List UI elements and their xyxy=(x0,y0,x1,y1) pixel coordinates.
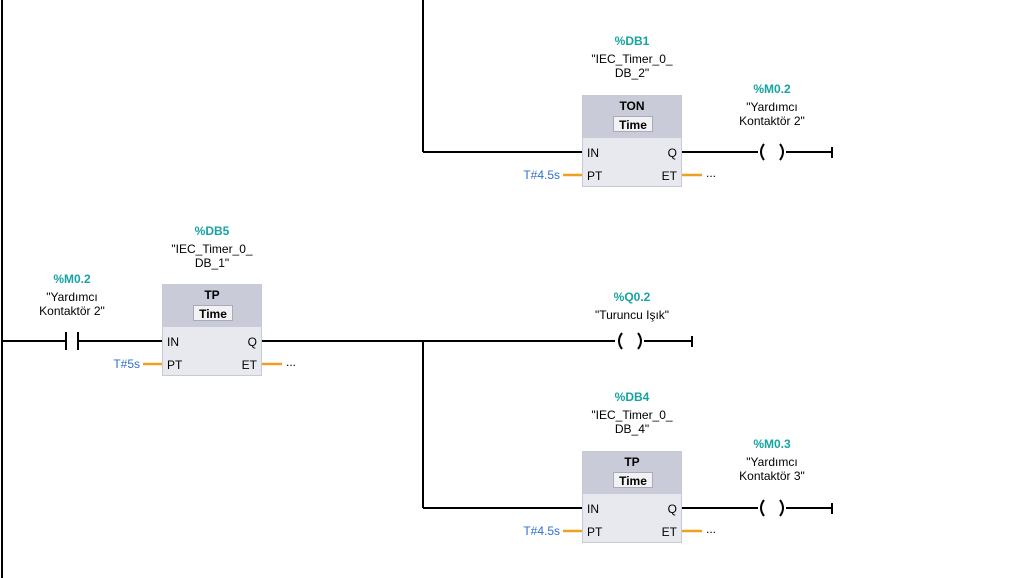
contact-m02-tag[interactable]: "Yardımcı Kontaktör 2" xyxy=(39,290,105,318)
timer-db4-addr: %DB4 xyxy=(614,390,650,404)
timer-db5-block[interactable]: TP Time IN PT Q ET xyxy=(162,284,262,376)
timer-db5-tag: "IEC_Timer_0_ DB_1" xyxy=(171,242,253,270)
timer-db4-block[interactable]: TP Time IN PT Q ET xyxy=(582,451,682,543)
timer-db4-in: IN xyxy=(587,502,599,516)
coil-q02-tag[interactable]: "Turuncu Işık" xyxy=(594,308,670,322)
coil-m02-left xyxy=(760,143,765,161)
timer-db4-type: TP xyxy=(624,455,640,469)
timer-db5-pt: PT xyxy=(167,358,183,372)
timer-db1-et: ET xyxy=(661,169,677,183)
timer-db5-et-value[interactable]: ... xyxy=(286,355,297,369)
coil-m03-left xyxy=(760,499,765,517)
timer-db5-pt-value[interactable]: T#5s xyxy=(113,357,140,371)
timer-db1-pt-value[interactable]: T#4.5s xyxy=(523,168,560,182)
timer-db5-type: TP xyxy=(204,288,220,302)
coil-q02-left xyxy=(618,332,623,350)
coil-m03-right xyxy=(779,499,784,517)
timer-db5-q: Q xyxy=(247,335,257,349)
timer-db5-addr: %DB5 xyxy=(194,224,230,238)
coil-m03-tag[interactable]: "Yardımcı Kontaktör 3" xyxy=(739,455,805,483)
timer-db1-time[interactable]: Time xyxy=(613,116,653,132)
timer-db5-in: IN xyxy=(167,335,179,349)
timer-db1-block[interactable]: TON Time IN PT Q ET xyxy=(582,95,682,187)
timer-db1-addr: %DB1 xyxy=(614,34,650,48)
timer-db4-time[interactable]: Time xyxy=(613,472,653,488)
timer-db5-et: ET xyxy=(241,358,257,372)
timer-db4-pt: PT xyxy=(587,525,603,539)
timer-db4-tag: "IEC_Timer_0_ DB_4" xyxy=(591,408,673,436)
coil-q02-right xyxy=(637,332,642,350)
coil-m02-tag[interactable]: "Yardımcı Kontaktör 2" xyxy=(739,100,805,128)
timer-db4-q: Q xyxy=(667,502,677,516)
timer-db1-q: Q xyxy=(667,146,677,160)
coil-q02-addr: %Q0.2 xyxy=(613,290,651,304)
timer-db1-et-value[interactable]: ... xyxy=(706,166,717,180)
timer-db4-et-value[interactable]: ... xyxy=(706,522,717,536)
timer-db4-et: ET xyxy=(661,525,677,539)
timer-db4-pt-value[interactable]: T#4.5s xyxy=(523,524,560,538)
coil-m02-right xyxy=(779,143,784,161)
timer-db1-in: IN xyxy=(587,146,599,160)
coil-m02-addr: %M0.2 xyxy=(753,82,791,96)
timer-db1-tag: "IEC_Timer_0_ DB_2" xyxy=(591,52,673,80)
coil-m03-addr: %M0.3 xyxy=(753,437,791,451)
timer-db5-time[interactable]: Time xyxy=(193,305,233,321)
timer-db1-type: TON xyxy=(619,99,645,113)
contact-m02-addr: %M0.2 xyxy=(53,272,91,286)
timer-db1-pt: PT xyxy=(587,169,603,183)
